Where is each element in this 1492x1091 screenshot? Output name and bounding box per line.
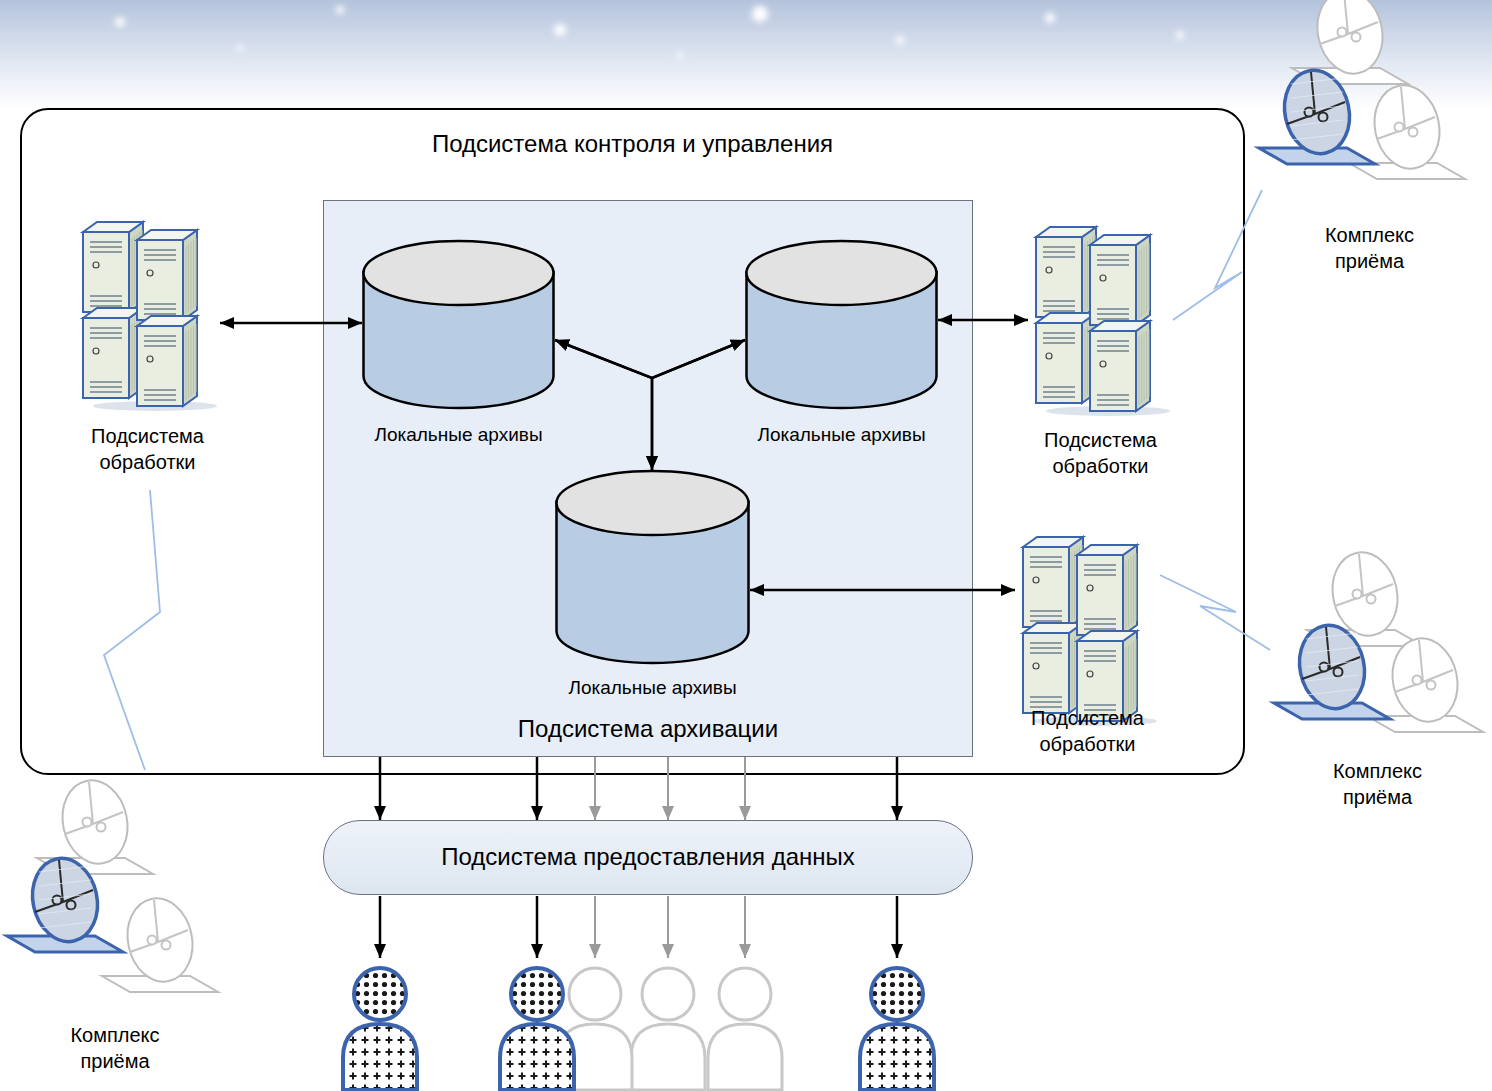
node-label: Подсистема контроля и управления	[432, 128, 833, 159]
cylinder-top	[747, 241, 937, 305]
data-arrow	[744, 757, 746, 820]
control-region: Подсистема обработкиЛокальные архивыЛока…	[20, 108, 1245, 775]
cyl-icon	[745, 240, 938, 410]
radio-link	[1160, 575, 1270, 650]
server-unit	[1036, 313, 1096, 403]
node-label: Локальные архивы	[757, 423, 925, 448]
antenna-dish	[1274, 619, 1390, 719]
node-label: Подсистема архивации	[518, 713, 778, 744]
data-arrow	[220, 322, 362, 325]
node-label: Подсистема предоставления данных	[441, 841, 855, 872]
data-arrow	[938, 319, 1028, 322]
node-label: Подсистема обработки	[1031, 705, 1144, 757]
data-arrow	[555, 340, 745, 378]
server-icon	[1015, 525, 1160, 725]
node-label: Комплекс приёма	[70, 1022, 159, 1074]
server-unit	[137, 316, 197, 406]
antenna-dish	[1259, 64, 1375, 164]
receiving-station: Комплекс приёма	[1262, 0, 1477, 290]
receiving-station: Комплекс приёма	[1270, 540, 1485, 825]
data-arrow	[896, 757, 899, 820]
server-unit	[83, 222, 143, 312]
server-unit	[83, 308, 143, 398]
data-arrow	[667, 757, 669, 820]
node-label: Комплекс приёма	[1325, 222, 1414, 274]
archive-cylinder: Локальные архивы	[555, 470, 750, 710]
processing-server: Подсистема обработки	[1015, 525, 1160, 795]
server-unit	[1023, 623, 1083, 713]
data-arrow	[652, 340, 745, 470]
server-unit	[1023, 537, 1083, 627]
radio-link	[104, 490, 160, 770]
processing-server: Подсистема обработки	[75, 210, 220, 490]
dish-icon	[1262, 0, 1477, 210]
cylinder-top	[557, 471, 749, 535]
archive-cylinder: Локальные архивы	[362, 240, 555, 455]
stars	[115, 6, 1184, 58]
data-arrow	[594, 757, 596, 820]
radio-link	[1173, 190, 1262, 320]
node-label: Подсистема обработки	[1044, 427, 1157, 479]
cylinder-top	[364, 241, 554, 305]
processing-server: Подсистема обработки	[1028, 215, 1173, 495]
archive-cylinder: Локальные архивы	[745, 240, 938, 455]
server-icon	[1028, 215, 1173, 415]
sky-band	[0, 0, 1492, 110]
data-arrow	[379, 757, 382, 820]
receiving-station: Комплекс приёма	[10, 770, 220, 1085]
cyl-icon	[555, 470, 750, 665]
node-label: Локальные архивы	[374, 423, 542, 448]
data-arrow	[750, 589, 1015, 592]
node-label: Подсистема обработки	[91, 423, 204, 475]
dish-icon	[10, 770, 220, 1010]
antenna-dish	[7, 852, 123, 952]
server-unit	[1090, 235, 1150, 325]
dish-icon	[1270, 540, 1485, 750]
server-unit	[1036, 227, 1096, 317]
data-arrows	[380, 896, 897, 958]
node-label: Комплекс приёма	[1333, 758, 1422, 810]
server-icon	[75, 210, 220, 410]
ghost-antenna	[102, 892, 218, 992]
data-arrow	[536, 757, 539, 820]
archive-panel: Локальные архивыЛокальные архивыЛокальны…	[323, 200, 973, 757]
data-provision-band: Подсистема предоставления данных	[323, 820, 973, 895]
data-arrow	[555, 340, 652, 470]
node-label: Локальные архивы	[568, 676, 736, 701]
server-unit	[137, 230, 197, 320]
users	[343, 968, 934, 1090]
cyl-icon	[362, 240, 555, 410]
server-unit	[1090, 321, 1150, 411]
server-unit	[1077, 545, 1137, 635]
